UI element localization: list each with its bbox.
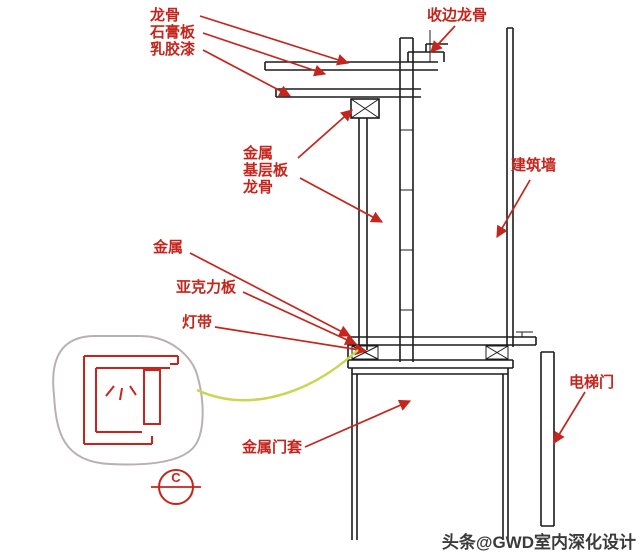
label-metal-base-keel: 金属 基层板 龙骨 (243, 145, 288, 196)
label-latex-paint: 乳胶漆 (150, 41, 196, 58)
label-light-strip: 灯带 (182, 314, 213, 331)
arrow-keel (199, 15, 350, 66)
connector-line (196, 349, 359, 402)
section-marker: C (151, 469, 201, 505)
elevator-door-lines (540, 351, 555, 527)
label-elevator-door: 电梯门 (569, 374, 615, 391)
arrow-elevator-door (553, 391, 586, 445)
arrow-edge-keel (430, 25, 456, 53)
arrow-acrylic-panel (242, 291, 358, 345)
wall-stud (399, 30, 431, 362)
arrow-metal-base-upper (297, 109, 353, 159)
label-metal: 金属 (153, 239, 184, 256)
arrow-light-strip (214, 326, 368, 356)
right-blocking-box (485, 345, 509, 360)
label-gypsum-board: 石膏板 (150, 24, 196, 41)
label-metal-base-line2: 基层板 (243, 162, 289, 179)
bubble-outline (52, 335, 204, 466)
door-frame (351, 368, 509, 540)
edge-keel-trim (407, 43, 448, 62)
label-building-wall: 建筑墙 (511, 157, 557, 174)
label-acrylic-panel: 亚克力板 (176, 279, 237, 296)
arrow-latex-paint (202, 49, 292, 97)
detail-bubble (52, 335, 204, 466)
metal-base-panel (350, 98, 380, 350)
ceiling-assembly (264, 61, 438, 98)
arrow-building-wall (496, 179, 531, 239)
label-metal-base-line1: 金属 (243, 145, 274, 162)
annotation-arrows (189, 15, 586, 448)
label-edge-keel: 收边龙骨 (427, 7, 488, 24)
label-metal-base-line3: 龙骨 (243, 179, 274, 196)
arrow-metal (189, 252, 352, 337)
arrow-metal-base-lower (299, 177, 384, 223)
arrow-gypsum-board (202, 32, 327, 77)
cove-profile-sketch (83, 355, 179, 445)
label-keel-top: 龙骨 (150, 7, 181, 24)
section-marker-letter: C (171, 470, 181, 485)
arrow-door-frame (304, 399, 412, 448)
building-wall-lines (506, 27, 533, 347)
label-metal-door-frame: 金属门套 (242, 439, 303, 456)
watermark-text: 头条@GWD室内深化设计 (441, 533, 636, 552)
